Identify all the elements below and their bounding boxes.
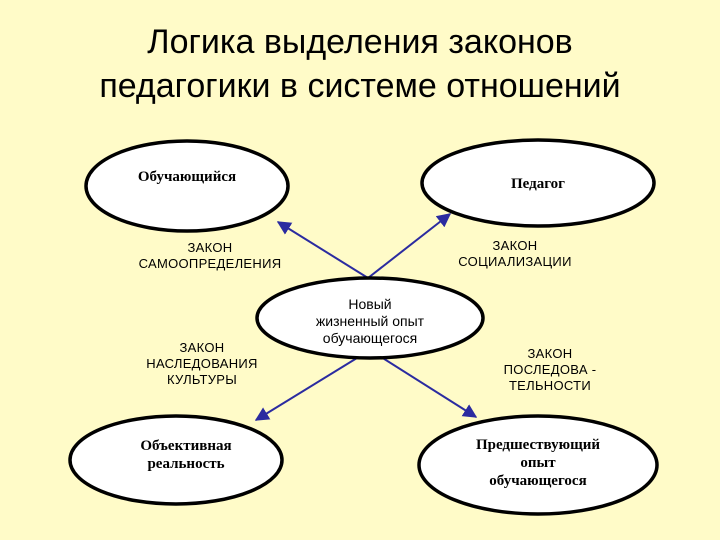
center-label: Новый жизненный опыт обучающегося [280,296,460,347]
teacher-ellipse [420,138,656,228]
law-self-determination-line-2: САМООПРЕДЕЛЕНИЯ [138,256,282,271]
law-culture-line-2: НАСЛЕДОВАНИЯ [146,356,258,371]
arrow-to-reality [254,349,371,421]
prior-line-1: Предшествующий [475,437,601,453]
arrow-to-learner [276,221,369,279]
law-sequence-line-2: ПОСЛЕДОВА - [503,362,597,377]
center-ellipse [255,276,485,360]
law-self-determination: ЗАКОН САМООПРЕДЕЛЕНИЯ [110,240,310,272]
title-line-1: Логика выделения законов [147,23,573,61]
center-line-3: обучающегося [322,330,418,346]
law-culture-line-1: ЗАКОН [179,340,225,355]
law-culture: ЗАКОН НАСЛЕДОВАНИЯ КУЛЬТУРЫ [112,340,292,388]
reality-line-1: Объективная [140,438,232,454]
slide-title: Логика выделения законов педагогики в си… [0,20,720,108]
arrow-to-teacher [367,213,452,279]
law-sequence-line-1: ЗАКОН [527,346,573,361]
reality-line-2: реальность [147,456,225,472]
law-socialization-line-1: ЗАКОН [492,238,538,253]
reality-label: Объективная реальность [96,437,276,473]
arrow-to-prior-experience [369,349,478,418]
title-line-2: педагогики в системе отношений [99,67,621,105]
law-culture-line-3: КУЛЬТУРЫ [166,372,238,387]
law-socialization-line-2: СОЦИАЛИЗАЦИИ [458,254,572,269]
prior-experience-label: Предшествующий опыт обучающегося [438,436,638,490]
law-sequence-line-3: ТЕЛЬНОСТИ [508,378,592,393]
center-line-1: Новый [348,296,392,312]
learner-label: Обучающийся [92,168,282,186]
law-socialization: ЗАКОН СОЦИАЛИЗАЦИИ [430,238,600,270]
law-sequence: ЗАКОН ПОСЛЕДОВА - ТЕЛЬНОСТИ [480,346,620,394]
prior-line-3: обучающегося [489,473,587,489]
learner-text: Обучающийся [137,169,237,185]
learner-ellipse [84,139,290,233]
law-self-determination-line-1: ЗАКОН [187,240,233,255]
center-line-2: жизненный опыт [315,313,425,329]
teacher-text: Педагог [511,176,565,192]
prior-line-2: опыт [520,455,556,471]
prior-experience-ellipse [417,414,659,516]
teacher-label: Педагог [448,175,628,193]
reality-ellipse [68,414,284,506]
